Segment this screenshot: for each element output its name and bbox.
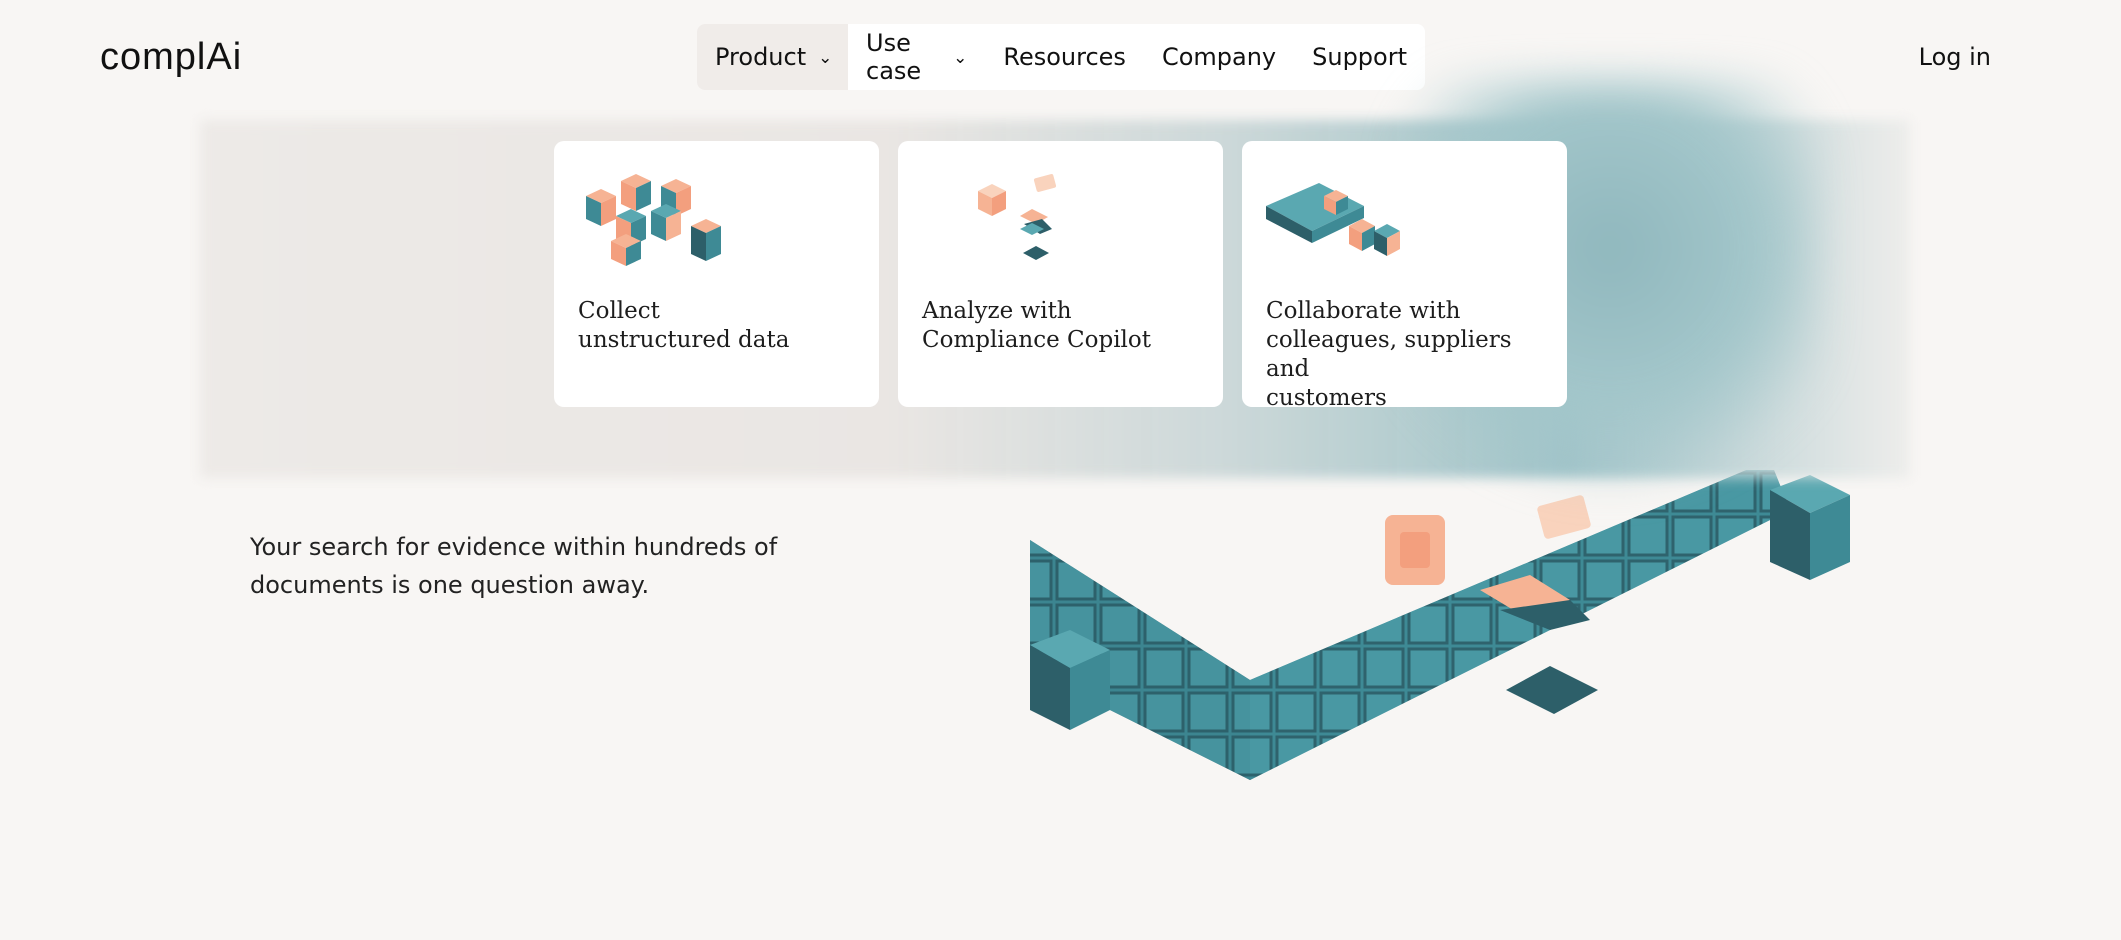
nav-use-case[interactable]: Use case ⌄ xyxy=(848,24,985,90)
product-card-analyze[interactable]: Analyze with Compliance Copilot xyxy=(898,141,1223,407)
isometric-analyze-icon xyxy=(978,174,1057,260)
product-card-label: Collaborate with colleagues, suppliers a… xyxy=(1266,298,1512,411)
chevron-down-icon: ⌄ xyxy=(818,48,833,68)
chevron-down-icon: ⌄ xyxy=(953,48,968,68)
hero-illustration xyxy=(1030,470,1850,780)
nav-support[interactable]: Support xyxy=(1294,24,1425,90)
nav-support-label: Support xyxy=(1312,43,1407,71)
hero-subtitle: Your search for evidence within hundreds… xyxy=(250,533,778,599)
main-nav: Product ⌄ Use case ⌄ Resources Company S… xyxy=(697,24,1425,90)
isometric-boxes-collect-icon xyxy=(586,174,721,266)
small-cube xyxy=(1030,630,1110,730)
nav-product[interactable]: Product ⌄ xyxy=(697,24,848,90)
nav-resources[interactable]: Resources xyxy=(985,24,1144,90)
product-card-collect[interactable]: Collect unstructured data xyxy=(554,141,879,407)
nav-company[interactable]: Company xyxy=(1144,24,1294,90)
nav-company-label: Company xyxy=(1161,43,1277,71)
product-card-label: Collect unstructured data xyxy=(578,298,790,353)
product-card-label: Analyze with Compliance Copilot xyxy=(922,298,1151,353)
nav-resources-label: Resources xyxy=(1003,43,1126,71)
logo[interactable]: complAi xyxy=(100,36,243,78)
nav-use-case-label: Use case xyxy=(866,29,922,85)
product-card-collaborate[interactable]: Collaborate with colleagues, suppliers a… xyxy=(1242,141,1567,411)
login-link[interactable]: Log in xyxy=(1918,43,1991,71)
nav-product-label: Product xyxy=(715,43,807,71)
isometric-collaborate-icon xyxy=(1266,183,1400,256)
